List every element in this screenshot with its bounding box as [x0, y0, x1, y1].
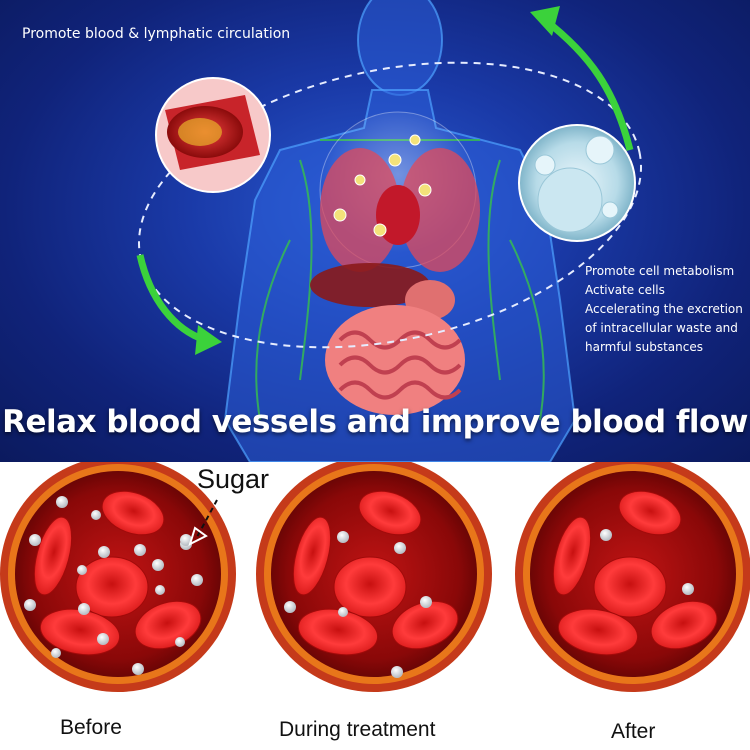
green-arrowhead-bottom: [195, 325, 222, 355]
cell-metabolism-caption: Promote cell metabolism Activate cells A…: [585, 262, 745, 357]
sugar-particles: [24, 496, 203, 675]
vessel-during: [256, 462, 492, 692]
stage-label-before: Before: [60, 716, 122, 739]
caption-line: Activate cells: [585, 283, 665, 297]
caption-line: harmful substances: [585, 340, 703, 354]
headline: Relax blood vessels and improve blood fl…: [2, 404, 748, 440]
cell-icon: [518, 124, 636, 242]
sugar-particles: [600, 529, 694, 595]
organs: [310, 111, 480, 415]
sugar-particles: [284, 531, 432, 678]
blood-vessel-icon: [155, 77, 271, 193]
vessel-comparison-graphic: [0, 462, 750, 692]
sugar-pointer-line: [196, 499, 218, 538]
sugar-label: Sugar: [197, 464, 270, 494]
caption-line: Accelerating the excretion: [585, 302, 743, 316]
stage-label-during: During treatment: [279, 718, 436, 741]
circulation-caption: Promote blood & lymphatic circulation: [22, 26, 291, 42]
body-illustration: [136, 0, 643, 462]
caption-line: of intracellular waste and: [585, 321, 738, 335]
lymphatic-lines: [255, 139, 545, 421]
green-arrowhead-top: [530, 6, 560, 36]
red-blood-cells: [292, 490, 459, 656]
vessel-after: [515, 462, 750, 692]
caption-line: Promote cell metabolism: [585, 264, 735, 278]
sugar-pointer-arrowhead: [188, 526, 208, 546]
red-blood-cells: [552, 490, 718, 656]
vessel-before: [0, 462, 236, 692]
green-arrow-top-right: [542, 17, 634, 151]
stage-label-after: After: [611, 720, 656, 743]
green-arrow-bottom-left: [136, 254, 207, 344]
body-illustration-panel: Promote blood & lymphatic circulation Pr…: [0, 0, 750, 462]
blood-vessel-comparison: Sugar Before During treatment After: [0, 462, 750, 750]
